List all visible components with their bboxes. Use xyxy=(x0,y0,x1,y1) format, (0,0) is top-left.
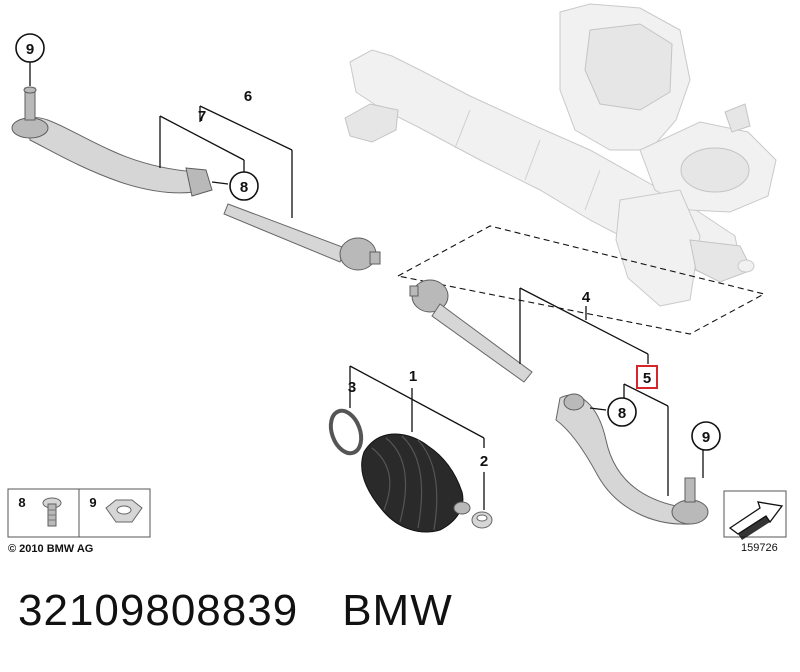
bellows-boot xyxy=(361,433,471,533)
diagram-reference-number: 159726 xyxy=(741,542,778,554)
callout-5-highlighted[interactable]: 5 xyxy=(636,365,658,389)
svg-text:9: 9 xyxy=(702,429,710,446)
svg-text:8: 8 xyxy=(240,179,248,196)
direction-arrow-box xyxy=(723,490,787,540)
legend-item-9-label: 9 xyxy=(89,495,96,510)
part-caption: 32109808839 BMW xyxy=(18,586,453,636)
callout-6[interactable]: 6 xyxy=(244,88,252,105)
clamp-ring xyxy=(328,408,364,456)
inner-tie-rod-right xyxy=(409,279,533,383)
callout-8-right[interactable]: 8 xyxy=(607,397,637,427)
callout-7[interactable]: 7 xyxy=(198,108,206,125)
rack-group-outline xyxy=(396,225,766,335)
callout-3[interactable]: 3 xyxy=(348,379,356,396)
callout-9-right[interactable]: 9 xyxy=(691,421,721,451)
steering-rack-housing xyxy=(344,3,777,307)
callout-1[interactable]: 1 xyxy=(409,368,417,385)
callout-9-top-left[interactable]: 9 xyxy=(15,33,45,63)
inner-tie-rod-left xyxy=(223,203,381,271)
svg-text:8: 8 xyxy=(618,405,626,422)
copyright-notice: © 2010 BMW AG xyxy=(8,543,94,555)
brand-name: BMW xyxy=(342,586,453,635)
svg-text:5: 5 xyxy=(643,370,651,387)
part-number: 32109808839 xyxy=(18,586,299,635)
bolt-icon xyxy=(42,497,62,527)
callout-2[interactable]: 2 xyxy=(480,453,488,470)
tie-rod-end-left xyxy=(11,86,213,197)
tie-rod-end-right xyxy=(555,393,709,525)
callout-4[interactable]: 4 xyxy=(582,289,591,306)
small-clamp xyxy=(471,511,493,529)
legend-item-8-label: 8 xyxy=(18,495,25,510)
small-parts-legend: 8 9 xyxy=(7,488,151,538)
callout-lines xyxy=(29,62,704,510)
nut-icon xyxy=(105,499,143,523)
callout-8-left[interactable]: 8 xyxy=(229,171,259,201)
svg-text:9: 9 xyxy=(26,41,34,58)
